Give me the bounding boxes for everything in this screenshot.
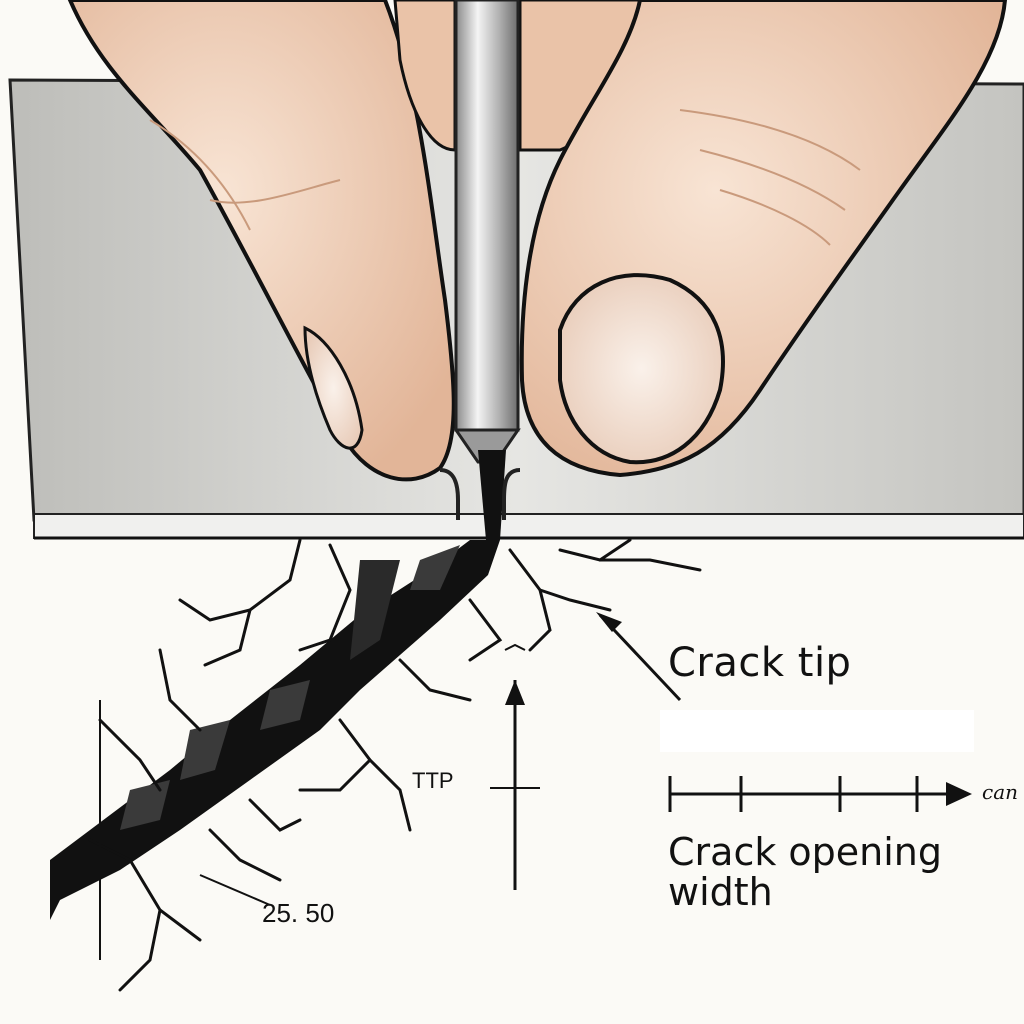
unit-label: can bbox=[982, 780, 1019, 804]
notch bbox=[439, 468, 521, 520]
measurement-leader bbox=[199, 874, 271, 906]
label-box bbox=[660, 710, 974, 752]
right-thumb bbox=[519, 0, 1008, 478]
left-finger bbox=[67, 0, 456, 482]
ttp-label: TTP bbox=[412, 768, 454, 793]
vertical-arrow bbox=[490, 643, 540, 890]
crack-opening-width-label: Crack opening width bbox=[668, 830, 943, 914]
branch-cracks bbox=[88, 538, 702, 992]
blade-tool bbox=[453, 0, 521, 540]
main-crack bbox=[50, 540, 500, 920]
measurement-label: 25. 50 bbox=[262, 898, 335, 928]
opening-width-scale bbox=[668, 776, 972, 812]
crack-tip-label: Crack tip bbox=[668, 640, 852, 686]
crack-tip-pointer bbox=[596, 612, 682, 702]
